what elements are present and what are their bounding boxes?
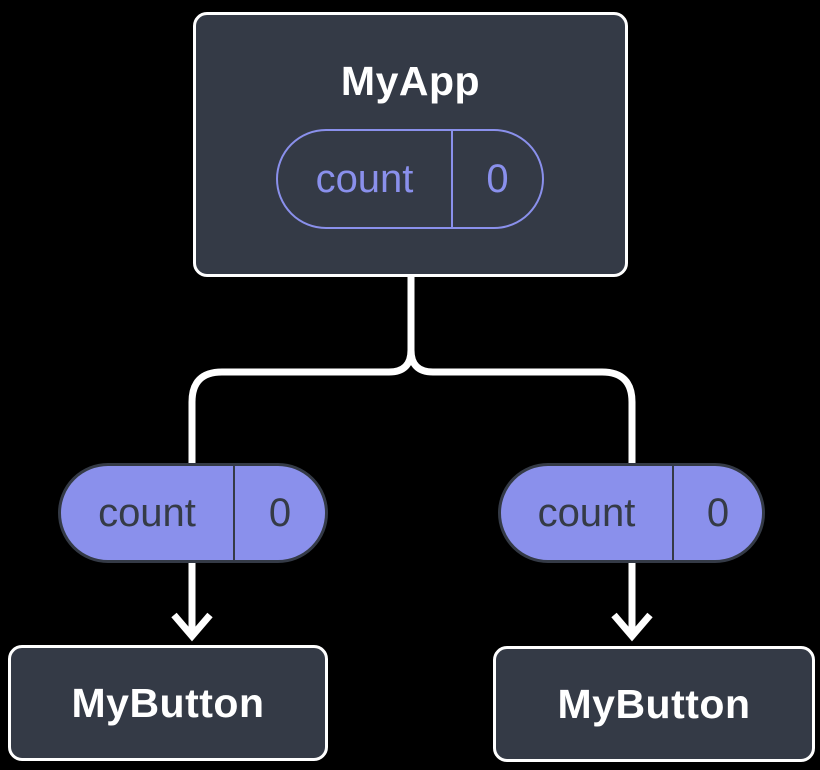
arrow-right xyxy=(611,563,653,642)
child-component-node-left: MyButton xyxy=(8,645,328,761)
prop-pill-label: count xyxy=(537,490,636,535)
fork-line-right xyxy=(407,349,636,463)
state-pill-value: 0 xyxy=(451,131,542,227)
prop-pill-value: 0 xyxy=(672,466,762,560)
root-component-title: MyApp xyxy=(340,58,481,104)
prop-pill-left: count 0 xyxy=(58,463,328,563)
state-pill: count 0 xyxy=(276,129,544,229)
fork-line-left xyxy=(188,277,415,463)
child-component-title: MyButton xyxy=(71,679,265,726)
child-component-node-right: MyButton xyxy=(493,646,815,762)
prop-pill-right: count 0 xyxy=(498,463,765,563)
arrow-left xyxy=(171,563,213,642)
prop-pill-label: count xyxy=(98,490,196,535)
child-component-title: MyButton xyxy=(557,680,751,727)
state-pill-label: count xyxy=(315,156,414,201)
root-component-node: MyApp count 0 xyxy=(193,12,628,277)
prop-pill-value: 0 xyxy=(233,466,325,560)
